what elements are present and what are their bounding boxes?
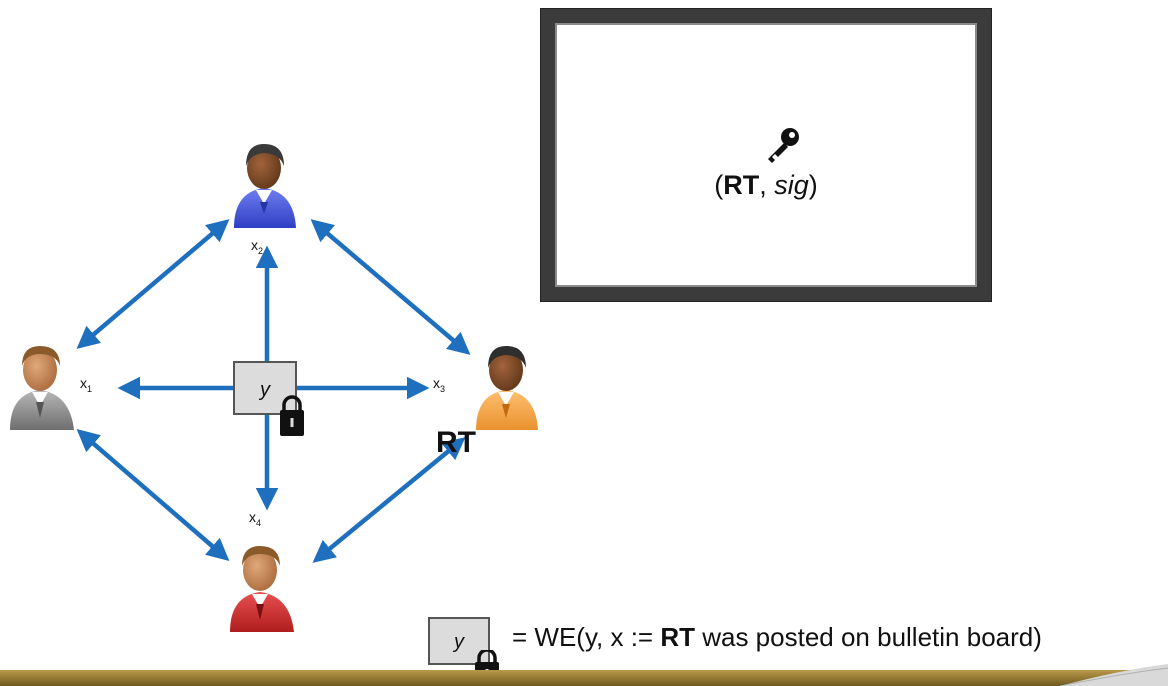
key-icon bbox=[768, 128, 799, 163]
bulletin-board: (RT, sig) bbox=[541, 9, 991, 301]
label-x4-sub: 4 bbox=[256, 518, 261, 528]
board-comma: , bbox=[759, 170, 775, 200]
legend-suffix: was posted on bulletin board) bbox=[695, 622, 1042, 652]
ciphertext-label: y bbox=[258, 379, 271, 401]
slide-bottom-band bbox=[0, 670, 1168, 686]
board-sig: sig bbox=[774, 170, 809, 200]
label-x2: x2 bbox=[251, 237, 263, 256]
label-x4: x4 bbox=[249, 509, 261, 528]
board-close-paren: ) bbox=[808, 170, 818, 200]
user-top-icon bbox=[234, 144, 296, 228]
legend-box-label: y bbox=[454, 631, 464, 653]
legend-rt: RT bbox=[660, 622, 695, 652]
board-open-paren: ( bbox=[714, 170, 724, 200]
arrow-top-right bbox=[310, 219, 471, 355]
legend-prefix: = WE(y, x := bbox=[512, 622, 661, 652]
label-x1-base: x bbox=[80, 375, 87, 391]
label-x3-sub: 3 bbox=[440, 384, 445, 394]
label-x3-base: x bbox=[433, 375, 440, 391]
label-x1-sub: 1 bbox=[87, 384, 92, 394]
board-rt: RT bbox=[723, 170, 760, 200]
lock-icon bbox=[280, 395, 304, 436]
bulletin-board-surface: (RT, sig) bbox=[557, 25, 975, 285]
user-left-icon bbox=[10, 346, 74, 430]
arrow-left-bottom bbox=[76, 429, 230, 561]
peer-arrows bbox=[76, 219, 471, 563]
label-x4-base: x bbox=[249, 509, 256, 525]
label-x3: x3 bbox=[433, 375, 445, 394]
legend-definition: = WE(y, x := RT was posted on bulletin b… bbox=[512, 622, 1042, 653]
rt-label: RT bbox=[436, 426, 476, 459]
board-posting: (RT, sig) bbox=[557, 170, 975, 201]
user-bottom-icon bbox=[230, 546, 294, 632]
label-x2-base: x bbox=[251, 237, 258, 253]
center-arrows bbox=[117, 245, 430, 511]
user-right-icon bbox=[476, 346, 538, 430]
label-x1: x1 bbox=[80, 375, 92, 394]
label-x2-sub: 2 bbox=[258, 246, 263, 256]
arrow-top-left bbox=[76, 219, 230, 349]
page-curl-decoration bbox=[1060, 664, 1168, 686]
ciphertext-box: y bbox=[233, 361, 297, 415]
arrow-right-bottom bbox=[312, 437, 466, 563]
